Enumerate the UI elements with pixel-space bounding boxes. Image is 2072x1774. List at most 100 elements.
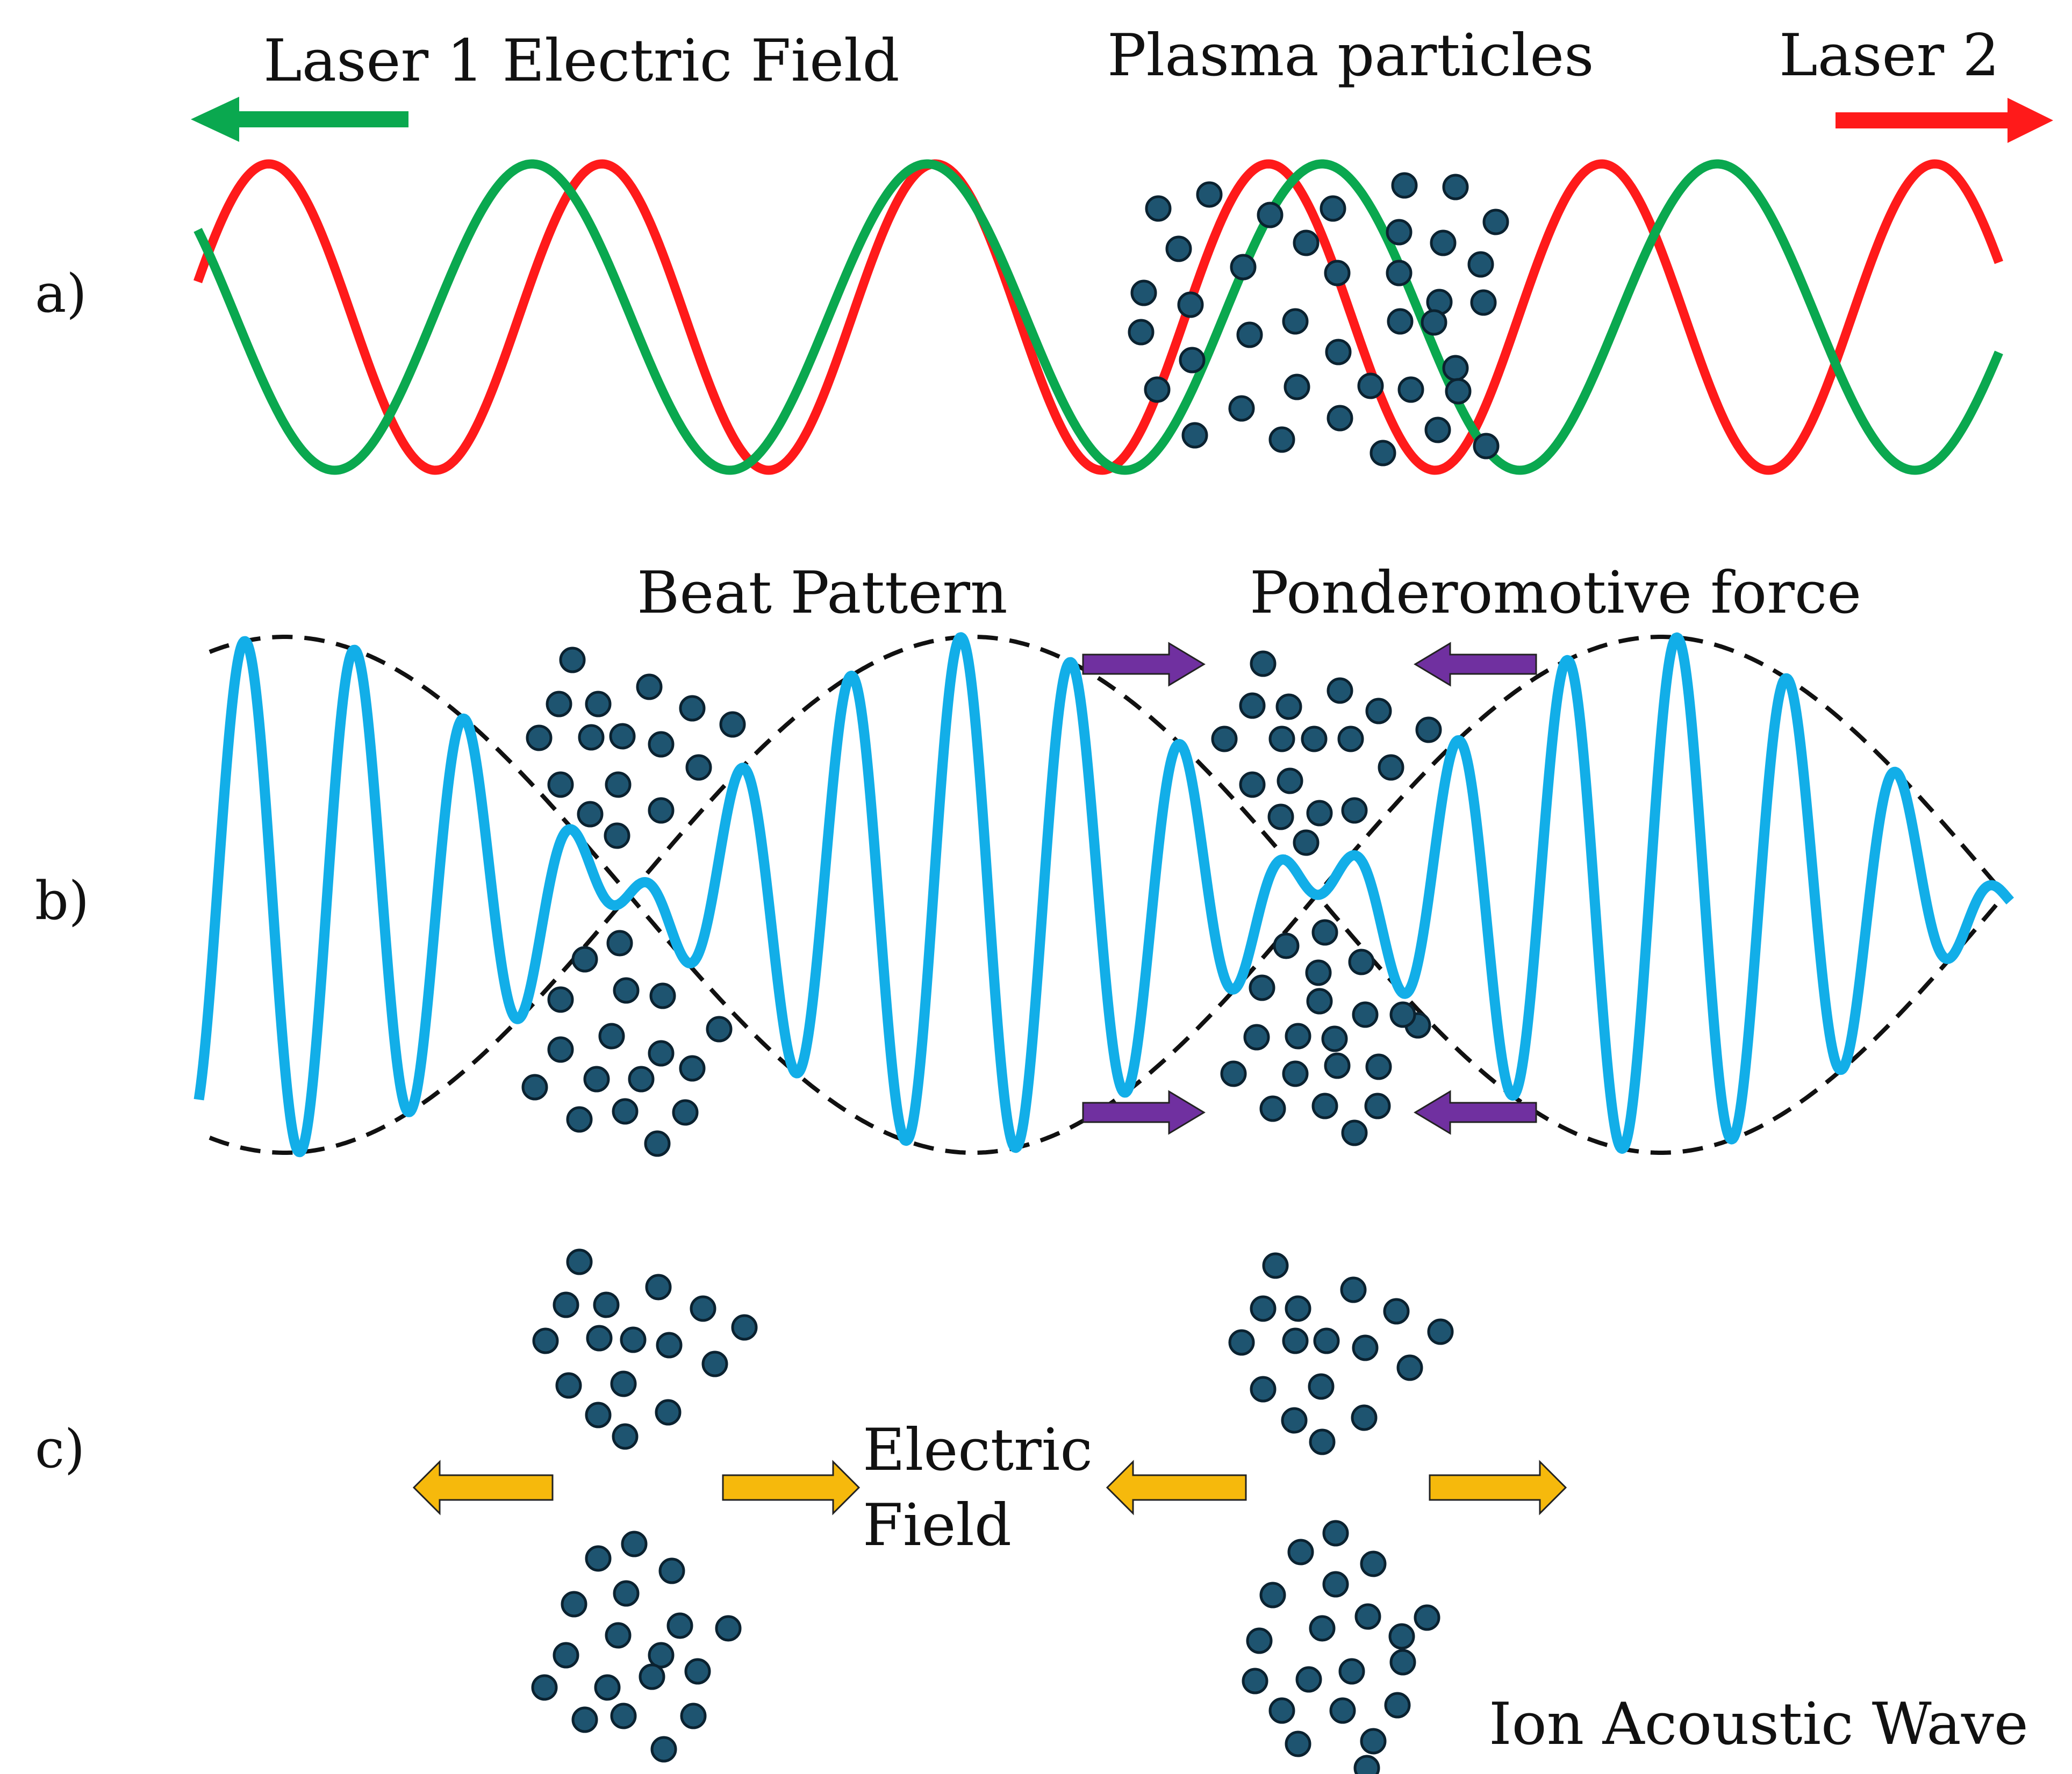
- a-particle-23: [1325, 339, 1352, 365]
- beat-wave: [193, 632, 2014, 1158]
- a-particle-17: [1386, 260, 1413, 286]
- c-particle-46: [1250, 1376, 1277, 1403]
- c-particle-60: [1388, 1623, 1415, 1650]
- b-particle-36: [1239, 692, 1266, 719]
- c-particle-59: [1309, 1615, 1336, 1642]
- ponderomotive-arrow-top-right: [1082, 642, 1206, 687]
- c-particle-67: [1384, 1692, 1411, 1719]
- a-particle-25: [1421, 309, 1447, 336]
- b-particle-16: [604, 822, 630, 849]
- c-particle-40: [1427, 1318, 1454, 1345]
- b-particle-25: [648, 1040, 675, 1067]
- b-particle-47: [1267, 803, 1294, 830]
- b-particle-15: [648, 797, 675, 824]
- c-particle-20: [613, 1580, 640, 1607]
- b-particle-18: [571, 946, 598, 973]
- c-particle-54: [1322, 1571, 1349, 1598]
- c-particle-16: [612, 1423, 639, 1450]
- b-particle-65: [1324, 1052, 1351, 1079]
- a-particle-9: [1293, 229, 1320, 256]
- c-particle-22: [666, 1612, 693, 1639]
- b-particle-29: [521, 1074, 548, 1101]
- b-particle-55: [1249, 974, 1275, 1001]
- a-particle-12: [1467, 251, 1494, 278]
- b-particle-6: [719, 711, 746, 738]
- c-particle-58: [1246, 1627, 1273, 1654]
- a-particle-8: [1165, 235, 1192, 262]
- c-particle-3: [593, 1291, 620, 1318]
- b-particle-5: [679, 695, 706, 722]
- a-particle-31: [1357, 372, 1384, 399]
- panel-c: c) Electric Field Ion Acoustic Wave: [35, 1248, 2028, 1774]
- c-particle-45: [1396, 1354, 1423, 1381]
- c-particle-31: [571, 1706, 598, 1733]
- a-particle-13: [1130, 279, 1157, 306]
- b-particle-46: [1378, 754, 1404, 781]
- plasma-particles-b: [521, 647, 1442, 1157]
- laser1-wave: [193, 159, 2003, 475]
- beat-envelope-upper: [209, 635, 2007, 1155]
- c-particle-57: [1354, 1603, 1381, 1630]
- b-particle-51: [1311, 919, 1338, 946]
- c-particle-39: [1383, 1298, 1410, 1325]
- b-particle-1: [559, 647, 586, 673]
- b-particle-58: [1352, 1001, 1379, 1028]
- b-particle-40: [1211, 726, 1238, 752]
- panel-c-label: c): [35, 1419, 85, 1480]
- a-particle-27: [1144, 376, 1171, 403]
- field-arrow-right-2: [1429, 1460, 1567, 1516]
- plasma-particles-a: [1128, 172, 1509, 466]
- a-particle-19: [1470, 289, 1497, 316]
- c-particle-70: [1353, 1755, 1380, 1774]
- c-particle-35: [1262, 1252, 1289, 1279]
- electric-field-label-line2: Field: [863, 1492, 1012, 1559]
- c-particle-10: [656, 1332, 683, 1359]
- c-particle-26: [648, 1642, 675, 1669]
- b-particle-68: [1311, 1093, 1338, 1119]
- c-particle-14: [585, 1402, 612, 1428]
- b-particle-39: [1415, 716, 1442, 743]
- laser1-direction-arrow: [191, 97, 408, 142]
- ponderomotive-arrow-top-left: [1414, 642, 1537, 687]
- c-particle-28: [531, 1674, 558, 1701]
- c-particle-62: [1295, 1666, 1322, 1693]
- b-particle-60: [1285, 1023, 1311, 1050]
- c-particle-6: [731, 1314, 758, 1341]
- a-particle-5: [1391, 172, 1418, 199]
- panel-b: b) Beat Pattern Ponderomotive force: [35, 559, 2014, 1158]
- b-particle-3: [585, 691, 612, 717]
- b-particle-8: [578, 724, 605, 751]
- b-particle-32: [672, 1099, 699, 1126]
- c-particle-25: [553, 1642, 579, 1669]
- b-particle-45: [1277, 767, 1303, 794]
- c-particle-4: [645, 1274, 672, 1301]
- c-particle-17: [621, 1531, 648, 1557]
- c-particle-30: [639, 1663, 665, 1690]
- b-particle-62: [1389, 1001, 1416, 1028]
- ponderomotive-arrow-bottom-right: [1082, 1090, 1206, 1135]
- b-particle-61: [1321, 1025, 1348, 1052]
- laser2-wave: [193, 159, 2003, 475]
- b-particle-31: [612, 1098, 639, 1125]
- electric-field-label-line1: Electric: [863, 1417, 1093, 1484]
- c-particle-64: [1389, 1649, 1416, 1676]
- ponderomotive-force-label: Ponderomotive force: [1250, 559, 1861, 627]
- a-particle-33: [1445, 378, 1472, 405]
- laser1-label: Laser 1 Electric Field: [263, 27, 900, 95]
- c-particle-48: [1281, 1407, 1308, 1434]
- field-arrow-right-1: [722, 1460, 861, 1516]
- b-particle-67: [1259, 1095, 1286, 1122]
- b-particle-21: [649, 982, 676, 1009]
- b-particle-14: [577, 801, 604, 828]
- panel-a-label: a): [35, 263, 87, 325]
- c-particle-7: [532, 1327, 559, 1354]
- a-particle-6: [1442, 174, 1469, 200]
- a-particle-7: [1482, 209, 1509, 235]
- b-particle-42: [1301, 726, 1328, 752]
- c-particle-66: [1329, 1697, 1356, 1724]
- c-particle-34: [650, 1736, 677, 1763]
- c-particle-47: [1308, 1373, 1335, 1400]
- c-particle-11: [701, 1351, 728, 1377]
- c-particle-12: [555, 1372, 582, 1399]
